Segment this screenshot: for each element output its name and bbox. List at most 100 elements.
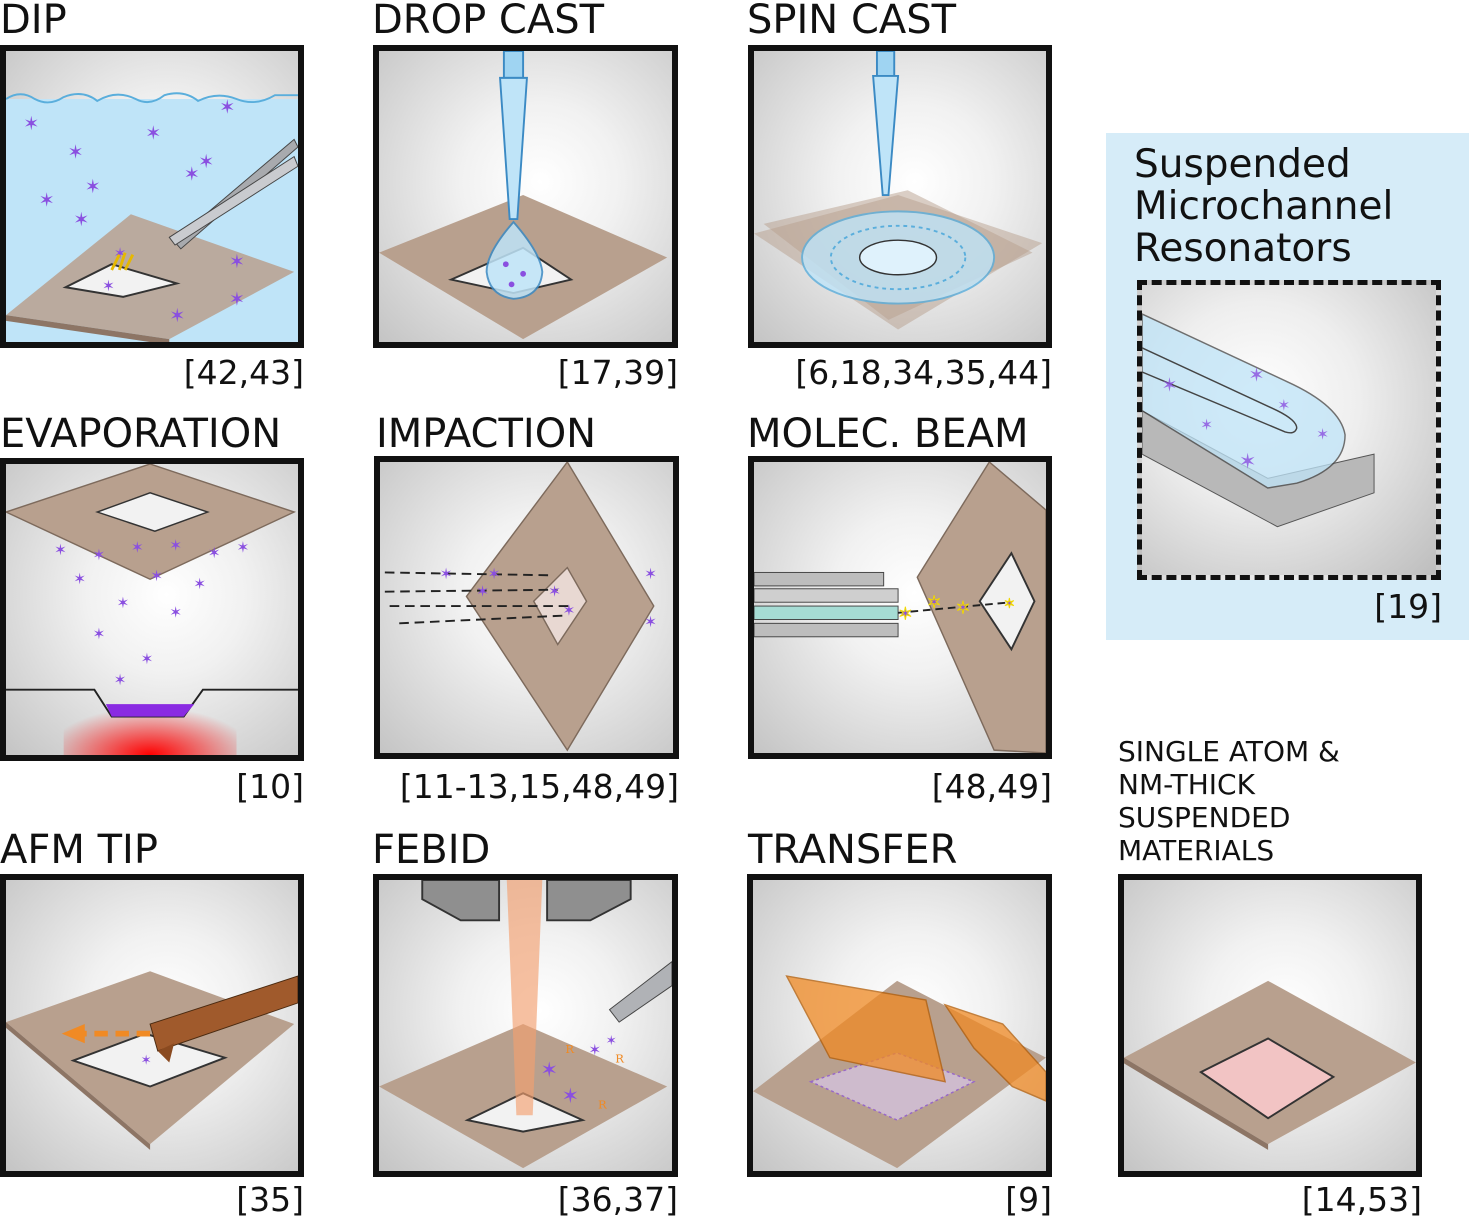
evaporation-panel: ✶✶ ✶✶ ✶✶ ✶✶ ✶✶ ✶✶ ✶✶	[0, 458, 304, 761]
stamp-icon	[785, 975, 1046, 1102]
dip-title: DIP	[0, 0, 67, 43]
transfer-panel	[747, 874, 1052, 1177]
ligand-label: R	[565, 1042, 574, 1056]
afm-tip-title: AFM TIP	[0, 827, 158, 873]
svg-text:✶: ✶	[208, 544, 221, 562]
pipette-icon	[499, 51, 528, 221]
svg-text:✶: ✶	[898, 605, 912, 625]
afm-tip-illustration: ✶	[6, 971, 298, 1150]
svg-text:✶: ✶	[644, 613, 657, 631]
smr-title-line: Microchannel	[1134, 184, 1394, 229]
molec-beam-illustration: ✶ ✶✶✶	[754, 462, 1046, 753]
svg-text:✶: ✶	[140, 650, 153, 668]
molecule-icons: ✶✶ ✶✶ ✶✶ ✶✶ ✶✶ ✶✶ ✶✶	[54, 536, 249, 688]
single-atom-ref: [14,53]	[1301, 1180, 1422, 1219]
impaction-panel: ✶✶ ✶✶ ✶✶✶	[374, 456, 679, 759]
svg-text:✶: ✶	[184, 163, 200, 186]
svg-text:✶: ✶	[169, 536, 182, 554]
single-atom-illustration	[1124, 980, 1416, 1150]
svg-text:✶: ✶	[1004, 597, 1015, 612]
svg-text:✶: ✶	[548, 582, 561, 600]
svg-text:✶: ✶	[440, 565, 453, 583]
impaction-illustration: ✶✶ ✶✶ ✶✶✶	[384, 462, 657, 752]
svg-text:✶: ✶	[1277, 397, 1290, 415]
afm-tip-ref: [35]	[236, 1180, 304, 1219]
svg-text:✶: ✶	[1316, 426, 1329, 444]
evaporation-ref: [10]	[236, 767, 304, 806]
svg-text:✶: ✶	[1200, 416, 1213, 434]
drop-cast-illustration	[379, 51, 668, 340]
drop-cast-ref: [17,39]	[557, 353, 678, 392]
svg-text:✶: ✶	[588, 1041, 601, 1059]
evaporation-illustration: ✶✶ ✶✶ ✶✶ ✶✶ ✶✶ ✶✶ ✶✶	[6, 464, 298, 755]
single-atom-title: SINGLE ATOM & NM-THICK SUSPENDED MATERIA…	[1118, 735, 1340, 867]
smr-panel: ✶ ✶ ✶ ✶ ✶ ✶	[1137, 280, 1441, 580]
svg-text:✶: ✶	[39, 189, 55, 212]
ligand-label: R	[598, 1098, 607, 1112]
single-atom-title-line: NM-THICK	[1118, 768, 1255, 801]
svg-text:✶: ✶	[116, 594, 129, 612]
molec-beam-title: MOLEC. BEAM	[747, 411, 1029, 457]
single-atom-title-line: MATERIALS	[1118, 834, 1275, 867]
svg-text:✶: ✶	[644, 565, 657, 583]
febid-panel: ✶✶ ✶✶ R R R	[373, 874, 678, 1177]
drop-cast-panel	[373, 45, 678, 348]
gas-injector-icon	[608, 960, 672, 1023]
svg-text:✶: ✶	[73, 208, 89, 231]
smr-title-line: Suspended	[1134, 142, 1351, 187]
svg-text:✶: ✶	[131, 538, 144, 556]
molec-beam-ref: [48,49]	[931, 767, 1052, 806]
impaction-title: IMPACTION	[376, 411, 597, 457]
svg-text:✶: ✶	[92, 625, 105, 643]
svg-text:✶: ✶	[73, 570, 86, 588]
svg-text:✶: ✶	[219, 95, 235, 118]
svg-text:✶: ✶	[488, 565, 501, 583]
svg-text:✶: ✶	[169, 304, 185, 327]
svg-text:✶: ✶	[85, 175, 101, 198]
tweezer-icon	[168, 138, 298, 250]
svg-text:✶: ✶	[1239, 450, 1257, 475]
single-atom-title-line: SUSPENDED	[1118, 801, 1291, 834]
svg-text:✶: ✶	[23, 112, 39, 135]
febid-illustration: ✶✶ ✶✶ R R R	[379, 880, 672, 1169]
afm-tip-panel: ✶	[0, 874, 304, 1177]
svg-text:✶: ✶	[1161, 373, 1177, 396]
smr-ref: [19]	[1374, 587, 1442, 626]
svg-text:✶: ✶	[114, 671, 127, 689]
drop-cast-title: DROP CAST	[372, 0, 605, 43]
spin-cast-panel	[748, 45, 1052, 348]
transfer-illustration	[753, 975, 1046, 1169]
evaporation-title: EVAPORATION	[0, 411, 282, 457]
spin-cast-illustration	[754, 51, 1043, 330]
svg-text:✶: ✶	[540, 1057, 558, 1082]
spin-cast-ref: [6,18,34,35,44]	[795, 353, 1052, 392]
cantilever-icon	[149, 975, 298, 1063]
svg-text:✶: ✶	[92, 546, 105, 564]
svg-text:✶: ✶	[67, 141, 83, 164]
ligand-label: R	[615, 1051, 624, 1065]
svg-text:✶: ✶	[102, 277, 115, 295]
svg-text:✶: ✶	[169, 604, 182, 622]
svg-text:✶: ✶	[562, 1083, 580, 1108]
svg-text:✶: ✶	[145, 121, 161, 144]
svg-text:✶: ✶	[927, 593, 941, 613]
dip-illustration: ✶✶ ✶✶ ✶✶ ✶✶ ✶✶ ✶✶ ✶✶	[6, 92, 298, 342]
molecule-icons: ✶✶ ✶✶ ✶✶ ✶✶ ✶✶ ✶✶ ✶✶	[23, 95, 245, 326]
smr-title: Suspended Microchannel Resonators	[1134, 144, 1393, 270]
febid-ref: [36,37]	[557, 1180, 678, 1219]
svg-text:✶: ✶	[476, 582, 489, 600]
dip-ref: [42,43]	[183, 353, 304, 392]
svg-text:✶: ✶	[140, 1053, 151, 1068]
svg-text:✶: ✶	[606, 1034, 617, 1049]
svg-text:✶: ✶	[1248, 364, 1264, 387]
svg-text:✶: ✶	[563, 602, 576, 620]
electron-column-icon	[421, 880, 632, 922]
svg-text:✶: ✶	[193, 575, 206, 593]
smr-illustration: ✶ ✶ ✶ ✶ ✶ ✶	[1142, 313, 1375, 528]
svg-text:✶: ✶	[229, 250, 245, 273]
nozzle-icon	[754, 571, 899, 638]
transfer-title: TRANSFER	[748, 827, 958, 873]
dip-panel: ✶✶ ✶✶ ✶✶ ✶✶ ✶✶ ✶✶ ✶✶	[0, 45, 304, 348]
febid-title: FEBID	[372, 827, 491, 873]
svg-text:✶: ✶	[237, 538, 250, 556]
